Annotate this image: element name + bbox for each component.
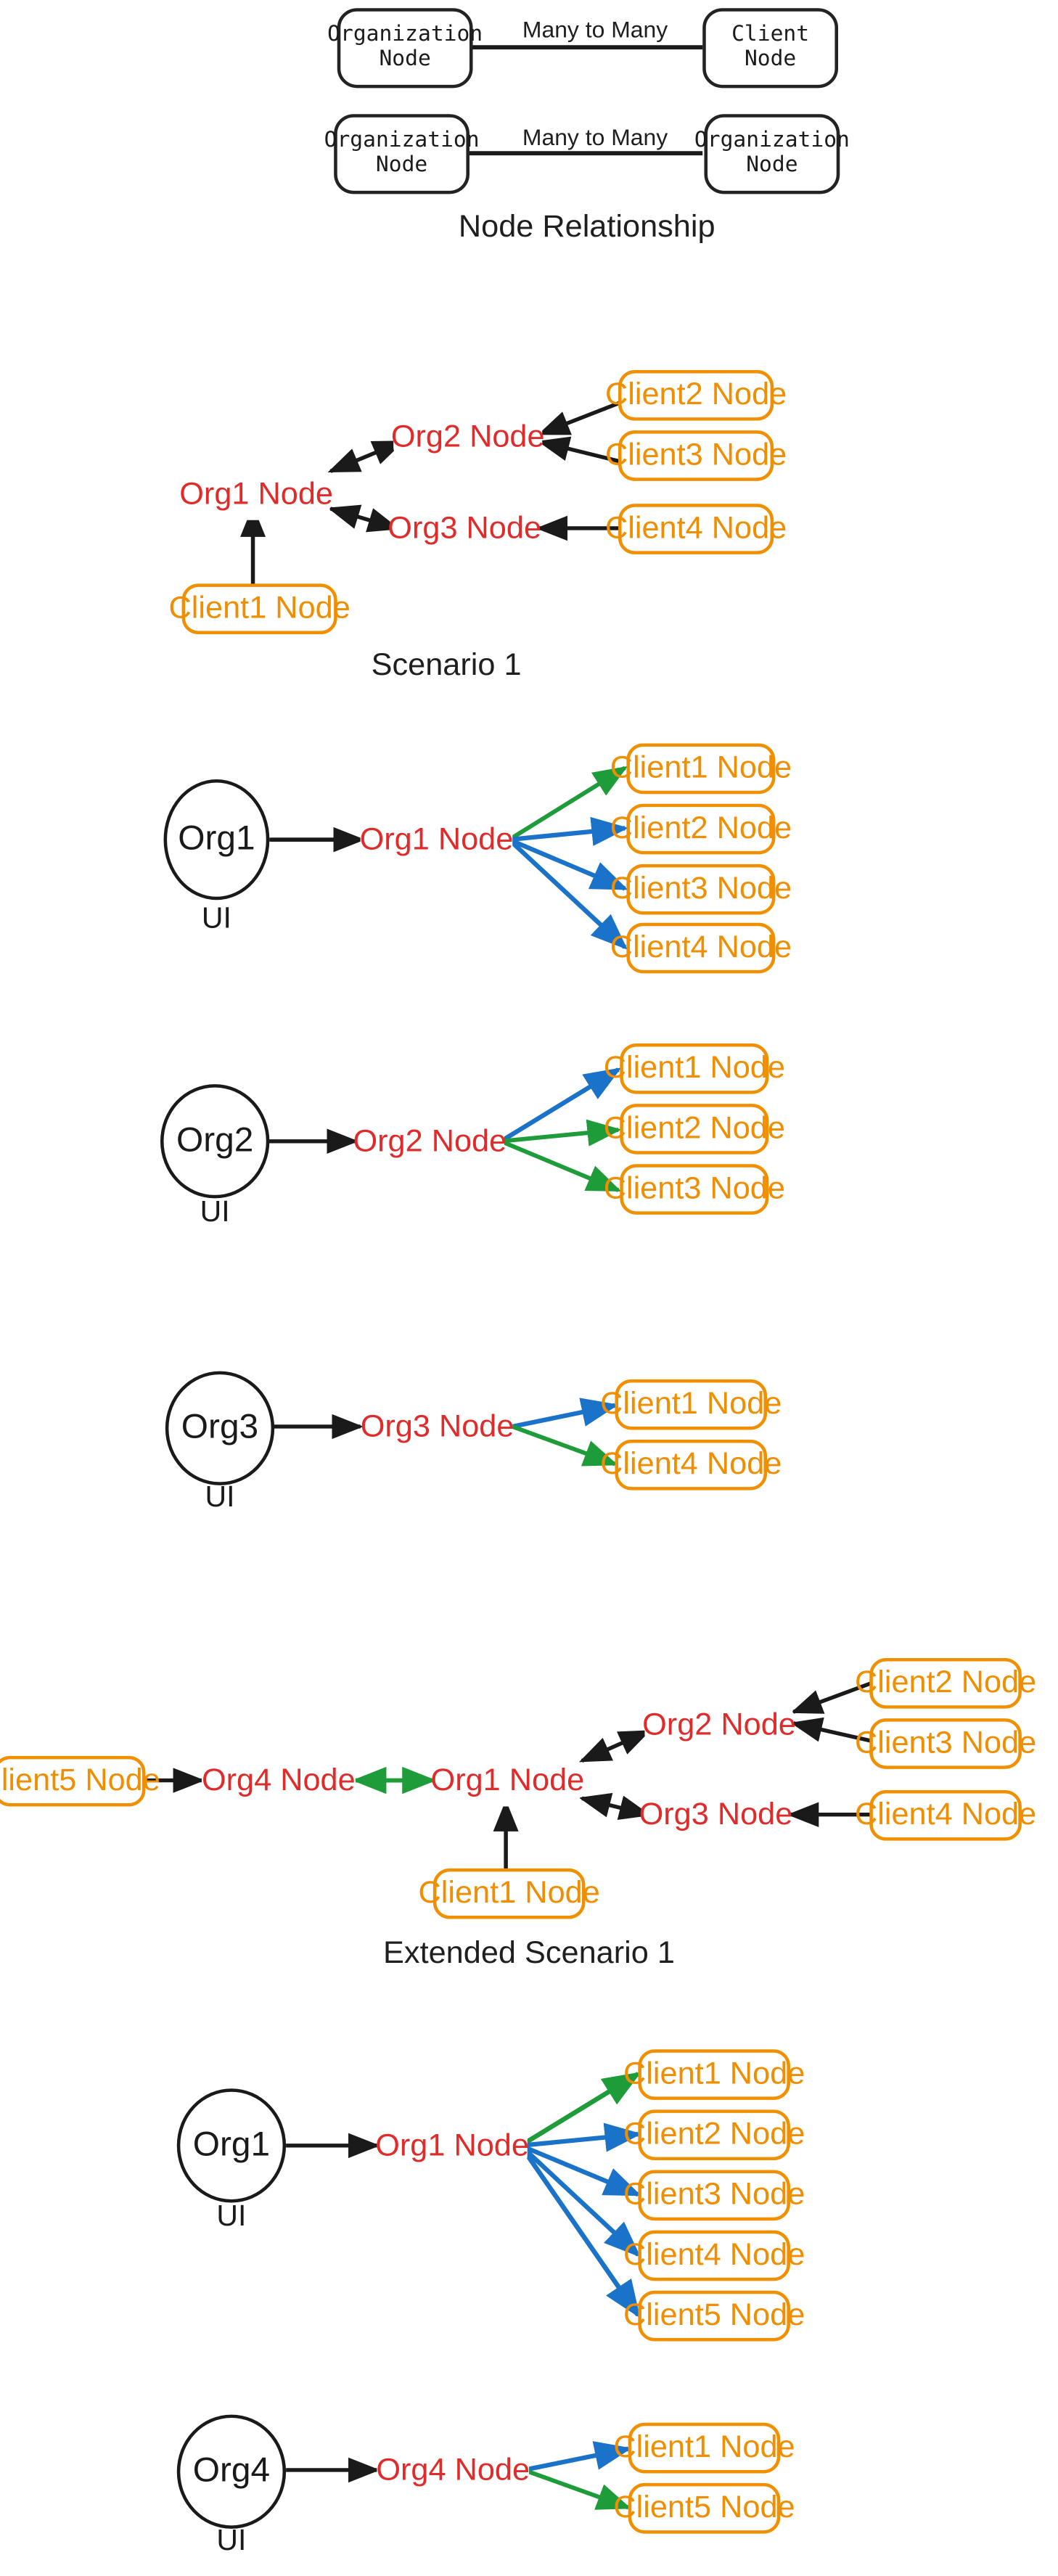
scenario1-client4-node[interactable]: Client4 Node	[605, 504, 787, 554]
org1-ui-label: UI	[201, 901, 231, 935]
ext-scenario1-org2-node[interactable]: Org2 Node	[642, 1700, 796, 1752]
caption-scenario1: Scenario 1	[371, 649, 522, 684]
ext-scenario1-client3-node[interactable]: Client3 Node	[855, 1718, 1036, 1769]
relationship-label-2: Many to Many	[522, 123, 668, 150]
scenario1-client3-node[interactable]: Client3 Node	[605, 430, 787, 481]
ext-org1-ui-circle: Org1	[176, 2088, 287, 2203]
org3-view-org-node[interactable]: Org3 Node	[361, 1402, 514, 1453]
ext-scenario1-client2-node[interactable]: Client2 Node	[855, 1658, 1036, 1709]
ext-org1-view-client-4[interactable]: Client4 Node	[623, 2230, 805, 2281]
org-node3-line2: Node	[746, 152, 798, 177]
ext-org1-view-org-node[interactable]: Org1 Node	[375, 2121, 529, 2172]
org3-view-client-1[interactable]: Client1 Node	[600, 1379, 782, 1430]
caption-node-relationship: Node Relationship	[458, 210, 715, 245]
ext-org1-view-client-1[interactable]: Client1 Node	[623, 2049, 805, 2100]
org2-view-org-node[interactable]: Org2 Node	[353, 1117, 507, 1168]
scenario1-client1-node[interactable]: Client1 Node	[169, 583, 350, 635]
org2-ui-label: UI	[200, 1194, 230, 1228]
ext-org4-view-org-node[interactable]: Org4 Node	[376, 2445, 530, 2496]
org3-view-client-2[interactable]: Client4 Node	[600, 1439, 782, 1490]
scenario1-client2-node[interactable]: Client2 Node	[605, 370, 787, 421]
ext-org4-ui-circle: Org4	[176, 2414, 287, 2529]
org2-view-client-2[interactable]: Client2 Node	[604, 1104, 785, 1154]
org-node2-line1: Organization	[324, 128, 480, 153]
ext-org4-view-client-1[interactable]: Client1 Node	[613, 2422, 795, 2474]
ext-org1-view-client-3[interactable]: Client3 Node	[623, 2170, 805, 2221]
scenario1-org3-node[interactable]: Org3 Node	[387, 504, 541, 554]
org-node-box-2: Organization Node	[324, 114, 480, 194]
scenario1-org2-node[interactable]: Org2 Node	[391, 412, 545, 464]
ext-scenario1-client4-node[interactable]: Client4 Node	[855, 1790, 1036, 1841]
ext-org4-view-client-2[interactable]: Client5 Node	[613, 2482, 795, 2534]
org2-view-client-3[interactable]: Client3 Node	[604, 1164, 785, 1215]
org2-view-client-1[interactable]: Client1 Node	[604, 1043, 785, 1094]
org-node2-line2: Node	[375, 152, 428, 177]
org-node-line1: Organization	[327, 22, 483, 47]
ext-org1-ui-label: UI	[216, 2199, 247, 2232]
ext-scenario1-org1-node[interactable]: Org1 Node	[431, 1755, 584, 1807]
org-node-box-3: Organization Node	[694, 114, 850, 194]
org2-ui-circle: Org2	[160, 1084, 270, 1199]
ext-org1-view-client-2[interactable]: Client2 Node	[623, 2109, 805, 2161]
org1-view-client-4[interactable]: Client4 Node	[610, 922, 792, 974]
client-node-line1: Client	[731, 22, 810, 47]
ext-scenario1-client1-node[interactable]: Client1 Node	[419, 1868, 600, 1919]
org-node-box-1: Organization Node	[327, 8, 483, 89]
org1-view-client-2[interactable]: Client2 Node	[610, 803, 792, 855]
org1-view-client-1[interactable]: Client1 Node	[610, 743, 792, 795]
caption-extended-scenario1: Extended Scenario 1	[383, 1937, 675, 1972]
client-node-line2: Node	[744, 46, 797, 71]
org-node-line2: Node	[379, 46, 431, 71]
ext-scenario1-client5-node[interactable]: Client5 Node	[0, 1755, 160, 1807]
extended-org1-view-edges	[286, 2072, 642, 2318]
org-node3-line1: Organization	[694, 128, 850, 153]
org1-view-client-3[interactable]: Client3 Node	[610, 864, 792, 915]
scenario1-org1-node[interactable]: Org1 Node	[179, 469, 333, 520]
ext-scenario1-org3-node[interactable]: Org3 Node	[639, 1790, 792, 1841]
ext-org1-view-client-5[interactable]: Client5 Node	[623, 2290, 805, 2342]
ext-scenario1-org4-node[interactable]: Org4 Node	[201, 1755, 356, 1807]
client-node-box-1: Client Node	[702, 8, 839, 89]
org3-ui-label: UI	[205, 1480, 235, 1514]
org1-ui-circle: Org1	[163, 779, 270, 901]
org3-ui-circle: Org3	[165, 1371, 275, 1485]
org1-view-org-node[interactable]: Org1 Node	[360, 815, 513, 866]
relationship-label-1: Many to Many	[522, 16, 668, 43]
ext-org4-ui-label: UI	[216, 2524, 247, 2557]
